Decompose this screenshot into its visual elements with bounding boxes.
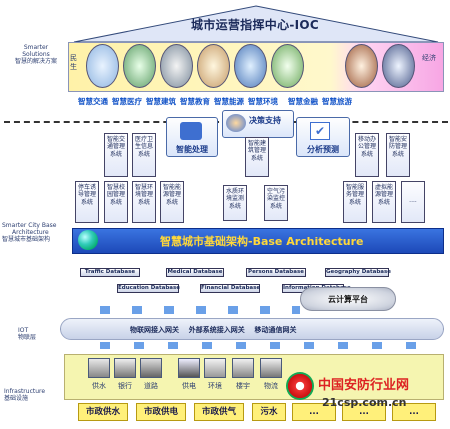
infra-icon-label: 环境	[208, 382, 222, 390]
system-box[interactable]: 智慧环境管理系统	[132, 181, 156, 223]
app-traffic[interactable]: 智慧交通	[78, 97, 108, 106]
ioc-title: 城市运营指挥中心-IOC	[190, 18, 320, 32]
infra-more-button[interactable]: ...	[292, 403, 336, 421]
iot-cn: 物联层	[18, 334, 37, 341]
database-financial[interactable]: Financial Database	[200, 284, 261, 293]
panel-p3-label: 分析预测	[307, 145, 339, 154]
infra-power-button[interactable]: 市政供电	[136, 403, 186, 421]
base-en2: Architecture	[12, 229, 49, 236]
system-box[interactable]: 虚拟能源管理系统	[372, 181, 396, 223]
finance-photo	[345, 44, 378, 88]
environment-icon	[204, 358, 226, 378]
app-tourism[interactable]: 智慧旅游	[322, 97, 352, 106]
server-icons-lower	[100, 342, 440, 349]
base-architecture-title: 智慧城市基础架构-Base Architecture	[160, 235, 364, 248]
system-box[interactable]: 智能服务管理系统	[343, 181, 367, 223]
logistics-icon	[260, 358, 282, 378]
infra-icon-label: 供水	[92, 382, 106, 390]
base-cn: 智慧城市基础架构	[2, 236, 51, 243]
database-persons[interactable]: Persons Database	[246, 268, 306, 277]
infra-icon-label: 供电	[182, 382, 196, 390]
base-en1: Smarter City Base	[2, 222, 57, 229]
infra-icon-label: 银行	[118, 382, 132, 390]
system-box[interactable]: 智能能源管理系统	[160, 181, 184, 223]
system-box-more: ....	[401, 181, 425, 223]
infra-sewage-button[interactable]: 污水	[252, 403, 286, 421]
road-icon	[140, 358, 162, 378]
system-box[interactable]: 智能交通管理系统	[104, 133, 128, 177]
panel-p2-label: 决策支持	[249, 116, 281, 125]
water-icon	[88, 358, 110, 378]
iot-gateway-band	[60, 318, 444, 340]
bank-icon	[114, 358, 136, 378]
people-icon	[226, 114, 246, 132]
medical-photo	[123, 44, 156, 88]
system-box[interactable]: 智慧校园管理系统	[104, 181, 128, 223]
database-medical[interactable]: Medical Database	[166, 268, 224, 277]
server-icons	[100, 306, 300, 314]
system-box[interactable]: 水质环境监测系统	[223, 185, 247, 221]
watermark-url: 21csp.com.cn	[322, 396, 407, 409]
building-photo	[160, 44, 193, 88]
smart-solutions-label: Smarter Solutions 智慧的解决方案	[6, 44, 66, 65]
system-box[interactable]: 停车诱导管理系统	[75, 181, 99, 223]
infra-icon-label: 道路	[144, 382, 158, 390]
smart-en1: Smarter	[23, 44, 49, 51]
system-box[interactable]: 空气污染监控系统	[264, 185, 288, 221]
infra-en: Infrastructure	[4, 388, 46, 395]
infra-gas-button[interactable]: 市政供气	[194, 403, 244, 421]
iot-label: IOT 物联层	[18, 327, 58, 341]
iot-en: IOT	[18, 327, 29, 334]
database-geography[interactable]: Geography Database	[325, 268, 392, 277]
iot-gateways: 物联网接入网关 外部系统接入网关 移动通信网关	[130, 326, 297, 334]
infra-water-button[interactable]: 市政供水	[78, 403, 128, 421]
base-architecture-bar	[72, 228, 444, 254]
infra-icon-label: 物流	[264, 382, 278, 390]
tourism-photo	[382, 44, 415, 88]
database-traffic[interactable]: Traffic Database	[80, 268, 140, 277]
database-education[interactable]: Education Database	[117, 284, 180, 293]
system-box[interactable]: 移动办公管理系统	[355, 133, 379, 177]
traffic-photo	[86, 44, 119, 88]
app-building[interactable]: 智慧建筑	[146, 97, 176, 106]
app-finance[interactable]: 智慧金融	[288, 97, 318, 106]
system-box[interactable]: 智能安防管理系统	[386, 133, 410, 177]
infra-icon-label: 楼宇	[236, 382, 250, 390]
infra-label: Infrastructure 基础设施	[4, 388, 68, 402]
side-label-left: 民生	[70, 54, 77, 71]
side-label-right: 经济	[422, 54, 436, 62]
system-box[interactable]: 智能建筑管理系统	[245, 137, 269, 177]
smart-en2: Solutions	[22, 51, 50, 58]
base-arch-label: Smarter City Base Architecture 智慧城市基础架构	[2, 222, 74, 243]
watermark-text: 中国安防行业网	[318, 378, 410, 393]
tower-icon	[232, 358, 254, 378]
infra-more-button[interactable]: ...	[392, 403, 436, 421]
power-icon	[178, 358, 200, 378]
globe-icon	[78, 230, 98, 250]
cloud-label: 云计算平台	[328, 295, 368, 304]
watermark-logo-icon	[286, 372, 314, 400]
check-icon: ✔	[310, 122, 330, 140]
app-energy[interactable]: 智慧能源	[214, 97, 244, 106]
app-medical[interactable]: 智慧医疗	[112, 97, 142, 106]
cloud-platform	[300, 287, 396, 311]
app-education[interactable]: 智慧教育	[180, 97, 210, 106]
app-environment[interactable]: 智慧环境	[248, 97, 278, 106]
panel-p1-label: 智能处理	[176, 145, 208, 154]
smart-cn: 智慧的解决方案	[14, 58, 57, 65]
app-list: 智慧交通 智慧医疗 智慧建筑 智慧教育 智慧能源 智慧环境 智慧金融 智慧旅游	[78, 96, 444, 107]
panel-icon-processing	[180, 122, 202, 140]
infra-more-button[interactable]: ...	[342, 403, 386, 421]
system-box[interactable]: 医疗卫生信息系统	[132, 133, 156, 177]
education-photo	[197, 44, 230, 88]
infra-cn: 基础设施	[4, 395, 29, 402]
energy-photo	[234, 44, 267, 88]
environment-photo	[271, 44, 304, 88]
